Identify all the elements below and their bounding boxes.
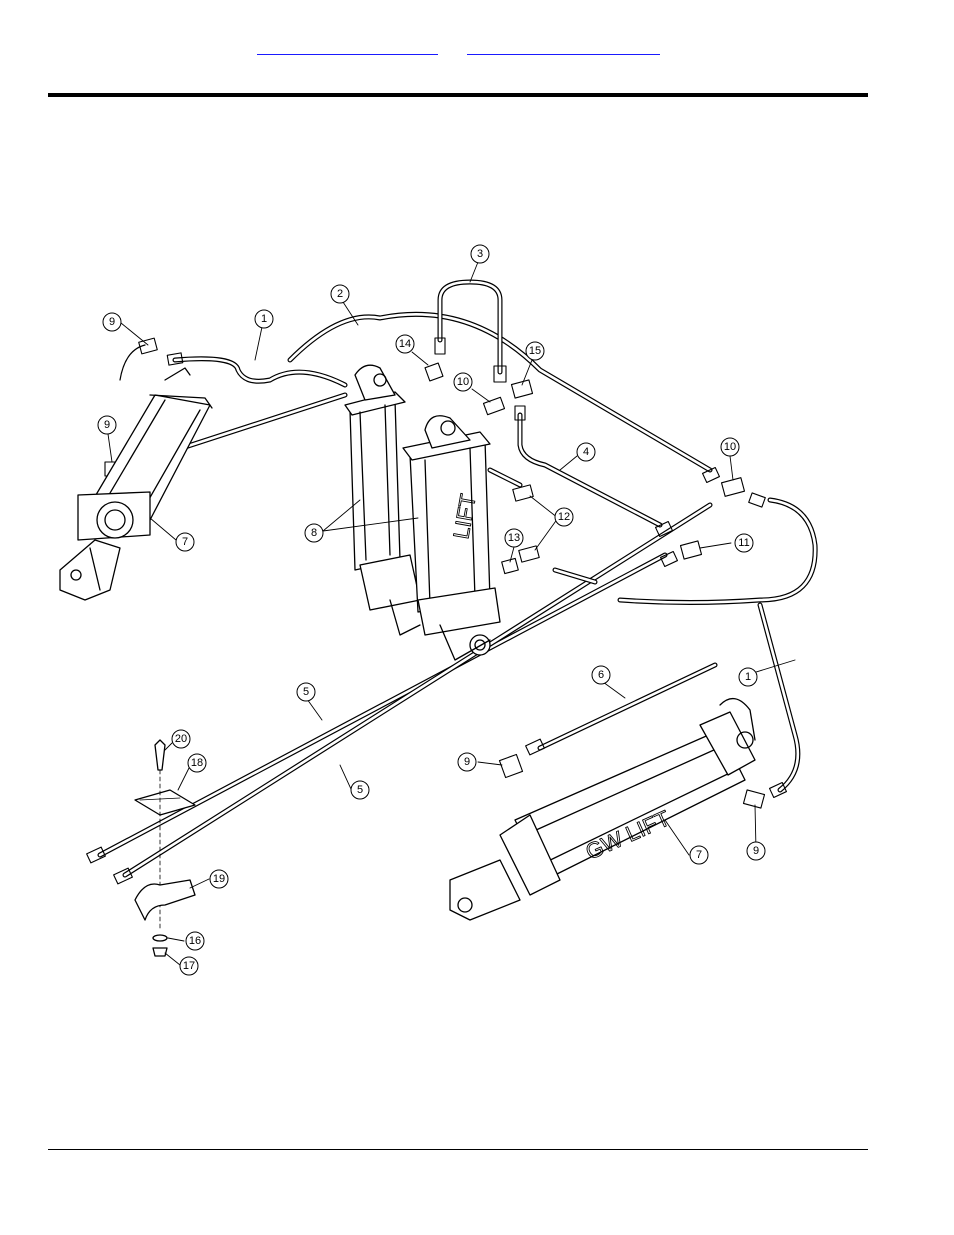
elbow-fitting-9d (742, 789, 766, 809)
callout-16: 16 (185, 931, 205, 951)
clamp-base-19 (134, 879, 196, 921)
cylinder-7-right-clevis (449, 859, 521, 921)
washer-16 (152, 934, 168, 942)
callouts: 9 1 2 3 14 15 10 9 4 10 8 7 12 13 11 1 6… (97, 244, 766, 976)
callout-20: 20 (171, 729, 191, 749)
callout-1b: 1 (738, 667, 758, 687)
svg-text:3: 3 (477, 248, 483, 260)
callout-12: 12 (554, 507, 574, 527)
callout-13: 13 (504, 528, 524, 548)
svg-text:18: 18 (191, 757, 203, 769)
elbow-fitting-9c (498, 753, 524, 779)
callout-7b: 7 (689, 845, 709, 865)
svg-text:13: 13 (508, 532, 520, 544)
bolt-20 (154, 739, 166, 771)
hose-3 (437, 279, 503, 375)
cylinder-8-pair: LIFT (344, 364, 501, 661)
svg-text:1: 1 (261, 313, 267, 325)
svg-text:9: 9 (464, 756, 470, 768)
callout-18: 18 (187, 753, 207, 773)
callout-9a: 9 (102, 312, 122, 332)
elbow-fitting-15 (510, 379, 534, 399)
svg-text:5: 5 (357, 784, 363, 796)
svg-text:12: 12 (558, 511, 570, 523)
nav-link-2[interactable] (467, 40, 660, 55)
callout-5a: 5 (296, 682, 316, 702)
svg-text:5: 5 (303, 686, 309, 698)
svg-text:4: 4 (583, 446, 589, 458)
callout-1a: 1 (254, 309, 274, 329)
svg-text:16: 16 (189, 935, 201, 947)
clamp-plate-18 (134, 789, 196, 816)
header-rule (48, 93, 868, 97)
nav-link-1[interactable] (257, 40, 438, 55)
callout-14: 14 (395, 334, 415, 354)
fitting-13 (501, 557, 519, 575)
fitting-11 (679, 540, 703, 560)
callout-2: 2 (330, 284, 350, 304)
svg-text:9: 9 (753, 845, 759, 857)
svg-text:17: 17 (183, 960, 195, 972)
callout-9b: 9 (97, 415, 117, 435)
callout-8: 8 (304, 523, 324, 543)
cylinder-7-left (59, 367, 213, 601)
svg-text:8: 8 (311, 527, 317, 539)
cylinder-7-left-clevis (59, 539, 121, 601)
callout-3: 3 (470, 244, 490, 264)
elbow-fitting-14 (424, 362, 444, 382)
svg-text:15: 15 (529, 345, 541, 357)
svg-text:7: 7 (182, 536, 188, 548)
leader-lines (107, 261, 796, 966)
svg-text:19: 19 (213, 873, 225, 885)
svg-text:2: 2 (337, 288, 343, 300)
callout-10a: 10 (453, 372, 473, 392)
callout-11: 11 (734, 533, 754, 553)
svg-text:10: 10 (724, 441, 736, 453)
callout-17: 17 (179, 956, 199, 976)
svg-text:11: 11 (738, 537, 749, 549)
callout-15: 15 (525, 341, 545, 361)
footer-rule (48, 1149, 868, 1150)
tee-fitting-10b (720, 477, 746, 497)
callout-10b: 10 (720, 437, 740, 457)
callout-9c: 9 (457, 752, 477, 772)
svg-text:9: 9 (104, 419, 110, 431)
svg-text:9: 9 (109, 316, 115, 328)
hose-4 (517, 412, 663, 528)
hose-1-lower (617, 497, 818, 605)
callout-4: 4 (576, 442, 596, 462)
callout-7a: 7 (175, 532, 195, 552)
callout-5b: 5 (350, 780, 370, 800)
hose-clamp-assembly (134, 739, 196, 957)
svg-text:20: 20 (175, 733, 187, 745)
callout-9d: 9 (746, 841, 766, 861)
elbow-fitting-12b (518, 545, 540, 563)
svg-text:10: 10 (457, 376, 469, 388)
tee-fitting-10a (482, 396, 506, 416)
elbow-fitting-9a (138, 337, 158, 355)
svg-text:7: 7 (696, 849, 702, 861)
svg-text:1: 1 (745, 671, 751, 683)
callout-6: 6 (591, 665, 611, 685)
svg-text:6: 6 (598, 669, 604, 681)
nut-17 (152, 947, 168, 957)
callout-19: 19 (209, 869, 229, 889)
elbow-fitting-12a (512, 484, 534, 502)
svg-text:14: 14 (399, 338, 411, 350)
cylinder-7-right: GW LIFT (449, 698, 756, 921)
